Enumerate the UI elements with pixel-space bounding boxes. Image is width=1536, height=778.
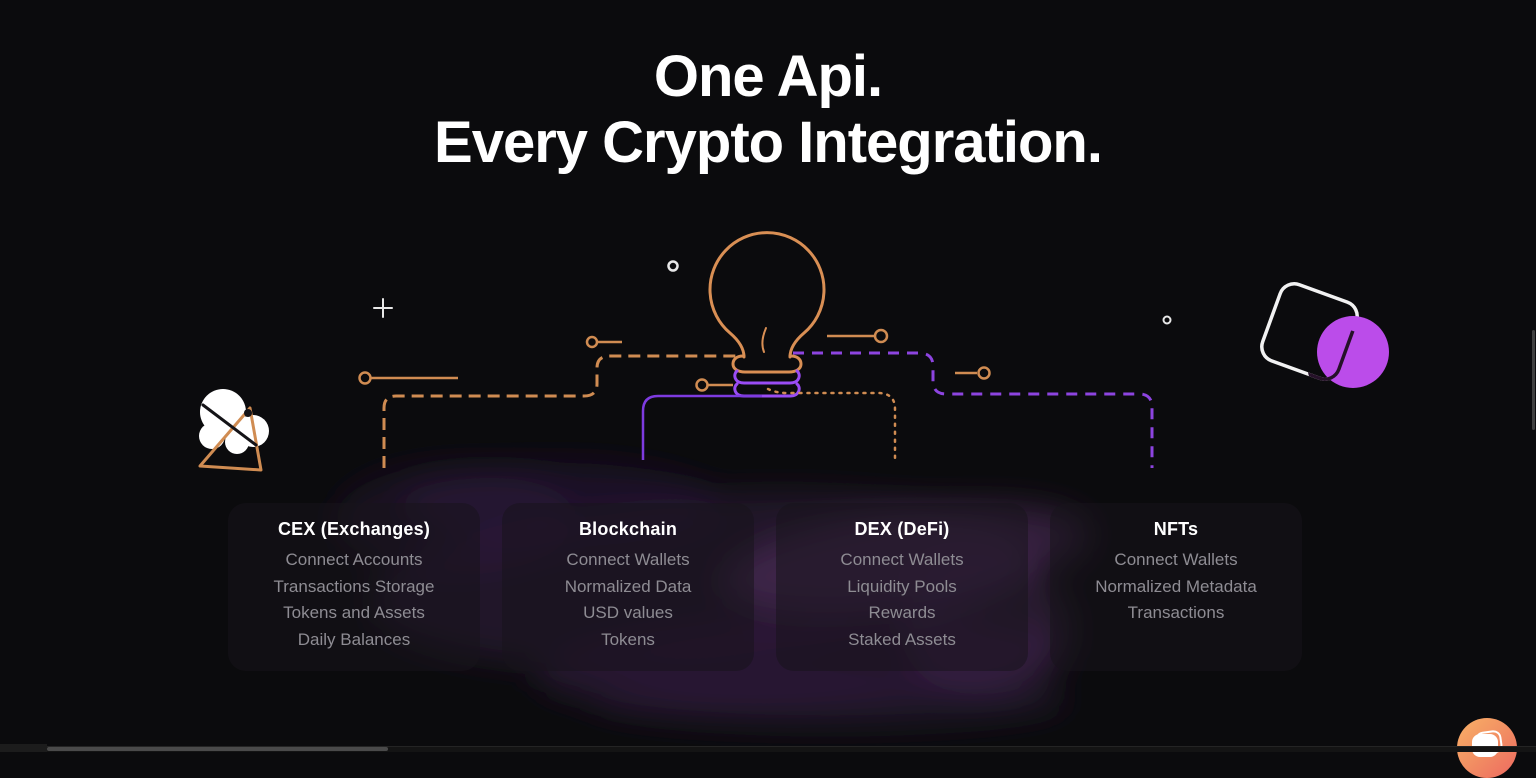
card-dex: DEX (DeFi) Connect Wallets Liquidity Poo… <box>776 503 1028 671</box>
circuit-node-icon <box>977 366 991 380</box>
card-nfts: NFTs Connect Wallets Normalized Metadata… <box>1050 503 1302 671</box>
blob-triangle-icon <box>198 389 269 472</box>
card-item: Connect Wallets <box>840 550 964 569</box>
page-title-line2: Every Crypto Integration. <box>434 110 1103 175</box>
card-title: CEX (Exchanges) <box>277 519 431 539</box>
card-item: Transactions Storage <box>273 576 435 596</box>
lightbulb-icon <box>708 231 826 398</box>
card-item: Connect Wallets <box>1114 550 1238 569</box>
card-item: Tokens <box>601 629 655 649</box>
card-item: Tokens and Assets <box>283 603 425 622</box>
circuit-node-icon <box>873 328 889 344</box>
card-list: Connect Accounts Transactions Storage To… <box>234 547 474 653</box>
horizontal-scrollbar-track[interactable] <box>0 746 1536 752</box>
square-circle-icon <box>1260 282 1389 388</box>
card-item: Staked Assets <box>848 629 956 649</box>
card-item: USD values <box>583 603 673 622</box>
card-item: Liquidity Pools <box>847 576 957 596</box>
horizontal-scrollbar-thumb[interactable] <box>47 747 388 751</box>
card-title: Blockchain <box>578 519 678 539</box>
sparkle-dot-icon <box>667 260 679 272</box>
feature-cards: CEX (Exchanges) Connect Accounts Transac… <box>228 503 1302 671</box>
card-item: Rewards <box>868 603 936 622</box>
card-item: Transactions <box>1127 603 1225 622</box>
card-item: Daily Balances <box>297 629 411 649</box>
landing-page: { "page": { "background": "#0b0b0d", "ac… <box>0 44 1536 778</box>
card-item: Connect Accounts <box>285 550 423 569</box>
page-title: One Api. Every Crypto Integration. <box>0 44 1536 176</box>
circuit-left <box>358 335 737 468</box>
scrollbar-corner <box>0 744 47 752</box>
plus-icon <box>373 298 393 318</box>
vertical-scrollbar-thumb[interactable] <box>1532 330 1535 430</box>
card-cex: CEX (Exchanges) Connect Accounts Transac… <box>228 503 480 671</box>
card-blockchain: Blockchain Connect Wallets Normalized Da… <box>502 503 754 671</box>
circuit-node-icon <box>695 378 709 392</box>
card-item: Normalized Metadata <box>1095 576 1257 596</box>
circuit-node-icon <box>585 335 599 349</box>
sparkle-dot-icon <box>1162 315 1172 325</box>
card-list: Connect Wallets Liquidity Pools Rewards … <box>782 547 1022 653</box>
card-item: Connect Wallets <box>566 550 690 569</box>
card-item: Normalized Data <box>564 576 692 596</box>
card-list: Connect Wallets Normalized Metadata Tran… <box>1056 547 1296 627</box>
card-title: DEX (DeFi) <box>854 519 950 539</box>
circuit-right <box>641 328 1154 468</box>
card-title: NFTs <box>1153 519 1199 539</box>
card-list: Connect Wallets Normalized Data USD valu… <box>508 547 748 653</box>
circuit-node-icon <box>358 371 372 385</box>
page-title-line1: One Api. <box>653 44 883 109</box>
